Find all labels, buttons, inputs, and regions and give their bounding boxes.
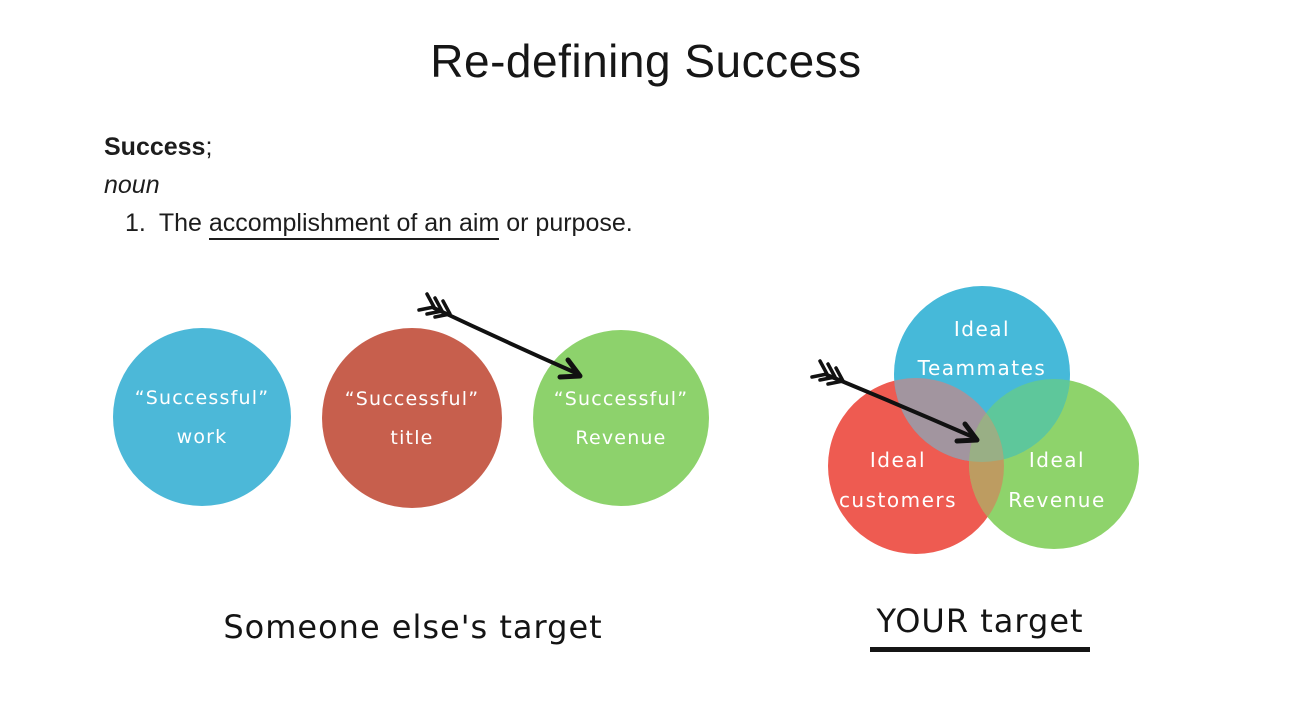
venn-label-line2: customers (839, 488, 957, 512)
someone-elses-target-caption: Someone else's target (223, 608, 603, 646)
circle-label-line1: “Successful” (553, 387, 689, 410)
venn-overlap-customers-revenue (969, 379, 1004, 549)
list-number: 1. (125, 209, 146, 237)
venn-circle-teammates (894, 286, 1070, 462)
definition-sentence-prefix: The (158, 209, 209, 237)
venn-overlap-teammates-customers (894, 378, 1004, 462)
definition-part-of-speech: noun (104, 171, 160, 199)
circle-label-line1: “Successful” (344, 387, 480, 410)
definition-block: Success; noun 1. The accomplishment of an… (104, 128, 633, 242)
slide-title: Re-defining Success (430, 35, 862, 87)
venn-diagram: Ideal Teammates Ideal customers Ideal Re… (828, 286, 1139, 554)
your-target-caption: YOUR target (830, 602, 1130, 652)
venn-circle-customers (828, 378, 1004, 554)
circle-label-line1: “Successful” (134, 386, 270, 409)
venn-overlap-teammates-revenue (969, 379, 1070, 462)
circle-label-line2: title (390, 426, 434, 449)
venn-label-line2: Revenue (1008, 488, 1106, 512)
venn-label-line1: Ideal (954, 317, 1010, 341)
venn-label-line1: Ideal (870, 448, 926, 472)
circle-successful-revenue: “Successful” Revenue (533, 330, 709, 506)
definition-headword-line: Success; (104, 128, 633, 166)
circle-successful-title: “Successful” title (322, 328, 502, 508)
circle-label-line2: work (176, 425, 228, 448)
definition-semicolon: ; (205, 133, 213, 161)
venn-circle-revenue (969, 379, 1139, 549)
circle-successful-work: “Successful” work (113, 328, 291, 506)
definition-underlined-phrase: accomplishment of an aim (208, 209, 500, 240)
venn-label-line1: Ideal (1029, 448, 1085, 472)
definition-term: Success (104, 133, 206, 161)
circle-label-line2: Revenue (575, 426, 667, 449)
arrow-to-center-icon (810, 359, 980, 444)
venn-label-line2: Teammates (917, 356, 1047, 380)
definition-sentence-suffix: or purpose. (499, 209, 633, 237)
venn-overlap-center (969, 379, 1004, 462)
definition-entry: 1. The accomplishment of an aim or purpos… (104, 204, 633, 242)
